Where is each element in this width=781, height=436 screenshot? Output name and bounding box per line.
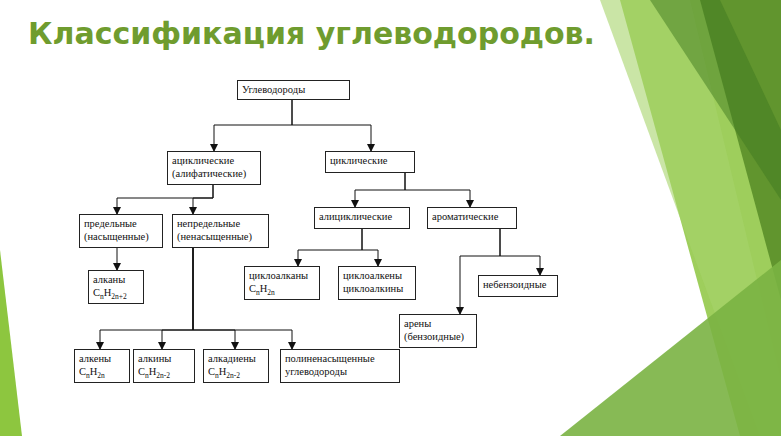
class-name: алкадиены	[208, 352, 264, 365]
chemical-formula: CnH2n-2	[208, 365, 264, 378]
slide-title: Классификация углеводородов.	[28, 16, 595, 51]
class-box: небензоидные	[478, 275, 558, 297]
class-name: предельные (насыщенные)	[84, 217, 158, 243]
class-box: ациклические (алифатические)	[167, 151, 261, 185]
tree-connector	[193, 248, 235, 349]
tree-connector	[162, 248, 193, 349]
chemical-formula: CnH2n	[79, 365, 125, 378]
class-box: Углеводороды	[237, 80, 350, 100]
tree-connector	[117, 185, 213, 214]
class-name: небензоидные	[483, 278, 553, 291]
tree-connector	[100, 248, 193, 349]
class-box: ароматические	[427, 207, 517, 229]
class-name: циклические	[330, 154, 410, 167]
class-name: алициклические	[319, 210, 405, 223]
tree-connector	[214, 100, 292, 151]
class-box: алкадиеныCnH2n-2	[203, 349, 269, 383]
class-box: алкеныCnH2n	[74, 349, 130, 383]
class-box: циклоалкены циклоалкины	[338, 266, 416, 300]
class-box: арены (бензоидные)	[399, 314, 477, 348]
class-name: ароматические	[432, 210, 512, 223]
class-name: ациклические (алифатические)	[172, 154, 256, 180]
class-box: алициклические	[314, 207, 410, 229]
class-name: арены (бензоидные)	[404, 317, 472, 343]
class-box: непредельные (ненасыщенные)	[172, 214, 269, 248]
tree-connector	[362, 229, 378, 266]
class-box: предельные (насыщенные)	[79, 214, 163, 248]
class-name: полиненасыщенные углеводороды	[285, 352, 395, 378]
tree-connector	[193, 185, 213, 214]
chemical-formula: CnH2n-2	[138, 365, 190, 378]
green-shape	[0, 250, 22, 436]
tree-connector	[405, 173, 470, 207]
class-box: алканыCnH2n+2	[88, 270, 144, 304]
class-name: алкины	[138, 352, 190, 365]
tree-connector	[460, 229, 500, 314]
chemical-formula: CnH2n+2	[93, 286, 139, 299]
chemical-formula: CnH2n	[249, 282, 315, 295]
class-name: Углеводороды	[242, 83, 345, 96]
class-name: непредельные (ненасыщенные)	[177, 217, 264, 243]
tree-connector	[292, 100, 371, 151]
green-shape	[560, 260, 781, 436]
class-box: алкиныCnH2n-2	[133, 349, 195, 383]
tree-connector	[298, 229, 362, 266]
class-box: циклические	[325, 151, 415, 173]
tree-connector	[500, 229, 540, 275]
class-name: алкены	[79, 352, 125, 365]
class-name: циклоалканы	[249, 269, 315, 282]
tree-connector	[117, 248, 118, 270]
class-box: циклоалканыCnH2n	[244, 266, 320, 300]
class-box: полиненасыщенные углеводороды	[280, 349, 400, 383]
tree-connector	[355, 173, 405, 207]
green-shape	[650, 0, 781, 200]
class-name: алканы	[93, 273, 139, 286]
class-name: циклоалкены циклоалкины	[343, 269, 411, 295]
